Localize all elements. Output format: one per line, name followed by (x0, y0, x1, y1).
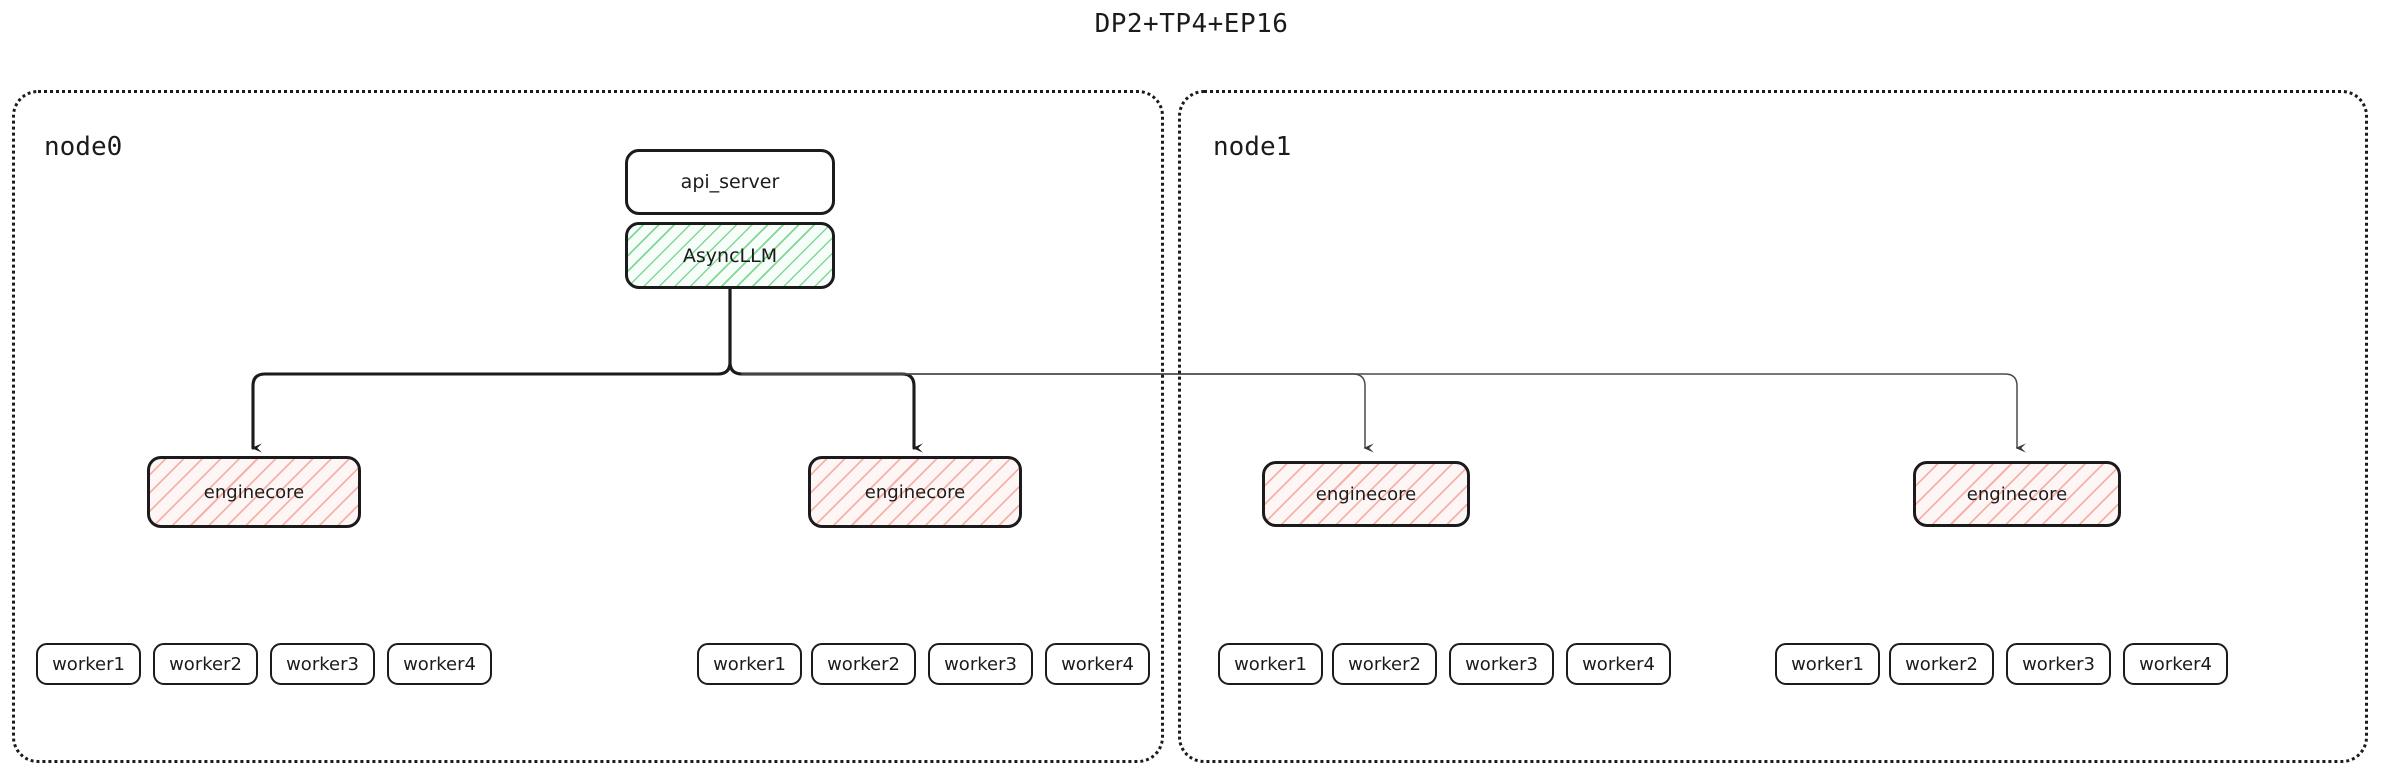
node-container-node0 (12, 90, 1164, 763)
enginecore-label: enginecore (864, 481, 966, 503)
worker-label: worker4 (1061, 653, 1134, 675)
worker-box[interactable]: worker4 (1045, 643, 1150, 685)
worker-box[interactable]: worker2 (1332, 643, 1437, 685)
worker-box[interactable]: worker3 (270, 643, 375, 685)
worker-box[interactable]: worker3 (1449, 643, 1554, 685)
worker-label: worker2 (1905, 653, 1978, 675)
diagram-title: DP2+TP4+EP16 (1094, 9, 1289, 39)
enginecore-box-node1-0[interactable]: enginecore (1262, 461, 1470, 527)
node-label-node0: node0 (44, 132, 123, 162)
worker-label: worker3 (1465, 653, 1538, 675)
async-llm-label: AsyncLLM (682, 244, 778, 267)
worker-label: worker1 (1234, 653, 1307, 675)
worker-label: worker4 (1582, 653, 1655, 675)
node-container-node1 (1178, 90, 2368, 763)
api-server-box[interactable]: api_server (625, 149, 835, 215)
worker-box[interactable]: worker1 (1218, 643, 1323, 685)
worker-label: worker2 (169, 653, 242, 675)
worker-box[interactable]: worker4 (2123, 643, 2228, 685)
worker-label: worker4 (2139, 653, 2212, 675)
node-label-node1: node1 (1213, 132, 1292, 162)
worker-box[interactable]: worker4 (387, 643, 492, 685)
worker-box[interactable]: worker4 (1566, 643, 1671, 685)
enginecore-label: enginecore (1315, 483, 1417, 505)
worker-label: worker1 (1791, 653, 1864, 675)
enginecore-label: enginecore (203, 481, 305, 503)
enginecore-box-node0-0[interactable]: enginecore (147, 456, 361, 528)
worker-label: worker4 (403, 653, 476, 675)
enginecore-box-node0-1[interactable]: enginecore (808, 456, 1022, 528)
worker-label: worker1 (52, 653, 125, 675)
worker-label: worker3 (286, 653, 359, 675)
worker-label: worker2 (1348, 653, 1421, 675)
enginecore-label: enginecore (1966, 483, 2068, 505)
worker-box[interactable]: worker2 (811, 643, 916, 685)
worker-box[interactable]: worker2 (153, 643, 258, 685)
api-server-label: api_server (680, 171, 780, 193)
worker-box[interactable]: worker1 (1775, 643, 1880, 685)
async-llm-box[interactable]: AsyncLLM (625, 222, 835, 289)
worker-box[interactable]: worker3 (2006, 643, 2111, 685)
worker-label: worker3 (944, 653, 1017, 675)
enginecore-box-node1-1[interactable]: enginecore (1913, 461, 2121, 527)
worker-label: worker3 (2022, 653, 2095, 675)
worker-box[interactable]: worker2 (1889, 643, 1994, 685)
worker-box[interactable]: worker3 (928, 643, 1033, 685)
worker-label: worker2 (827, 653, 900, 675)
worker-box[interactable]: worker1 (36, 643, 141, 685)
worker-label: worker1 (713, 653, 786, 675)
worker-box[interactable]: worker1 (697, 643, 802, 685)
